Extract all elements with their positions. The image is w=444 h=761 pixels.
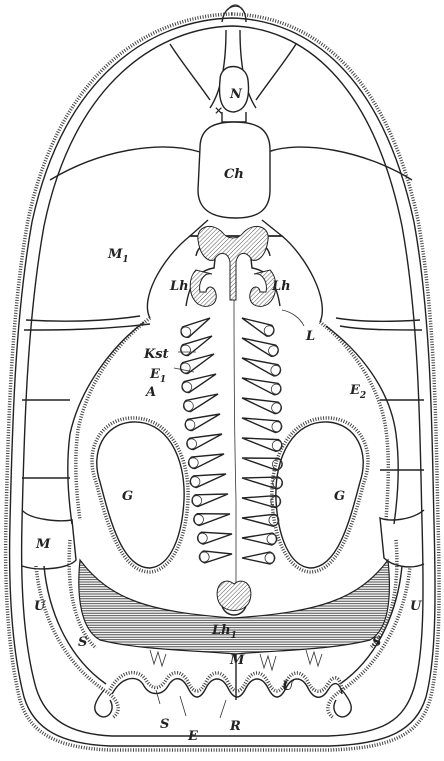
hyperbranchial-left bbox=[190, 270, 216, 306]
label-kst: Kst bbox=[143, 347, 169, 362]
gonads bbox=[92, 418, 368, 572]
label-m1: M1 bbox=[107, 247, 129, 265]
gill-bars-right bbox=[239, 313, 283, 564]
label-lh-left: Lh bbox=[169, 279, 189, 294]
label-u-bottom: U bbox=[282, 679, 294, 694]
label-l: L bbox=[305, 329, 315, 344]
label-x-mark: × bbox=[214, 104, 223, 117]
label-m-bottom: M bbox=[229, 653, 245, 668]
label-e1: E1 bbox=[149, 367, 166, 385]
label-s-right: S bbox=[372, 635, 381, 650]
metapleural-region bbox=[22, 510, 424, 569]
label-m: M bbox=[35, 537, 51, 552]
label-e-bottom: E bbox=[187, 729, 199, 744]
label-e2: E2 bbox=[349, 383, 366, 401]
label-s-left: S bbox=[78, 635, 87, 650]
label-u-left: U bbox=[34, 599, 46, 614]
gonad-left bbox=[97, 422, 184, 568]
label-u-right: U bbox=[410, 599, 422, 614]
label-a: A bbox=[144, 385, 156, 400]
label-s-bottom: S bbox=[160, 717, 169, 732]
gonad-right bbox=[276, 422, 363, 568]
label-g-left: G bbox=[122, 489, 133, 504]
label-lh-right: Lh bbox=[271, 279, 291, 294]
label-r: R bbox=[229, 719, 241, 734]
label-n: N bbox=[229, 87, 243, 102]
label-g-right: G bbox=[334, 489, 345, 504]
label-ch: Ch bbox=[224, 167, 244, 182]
